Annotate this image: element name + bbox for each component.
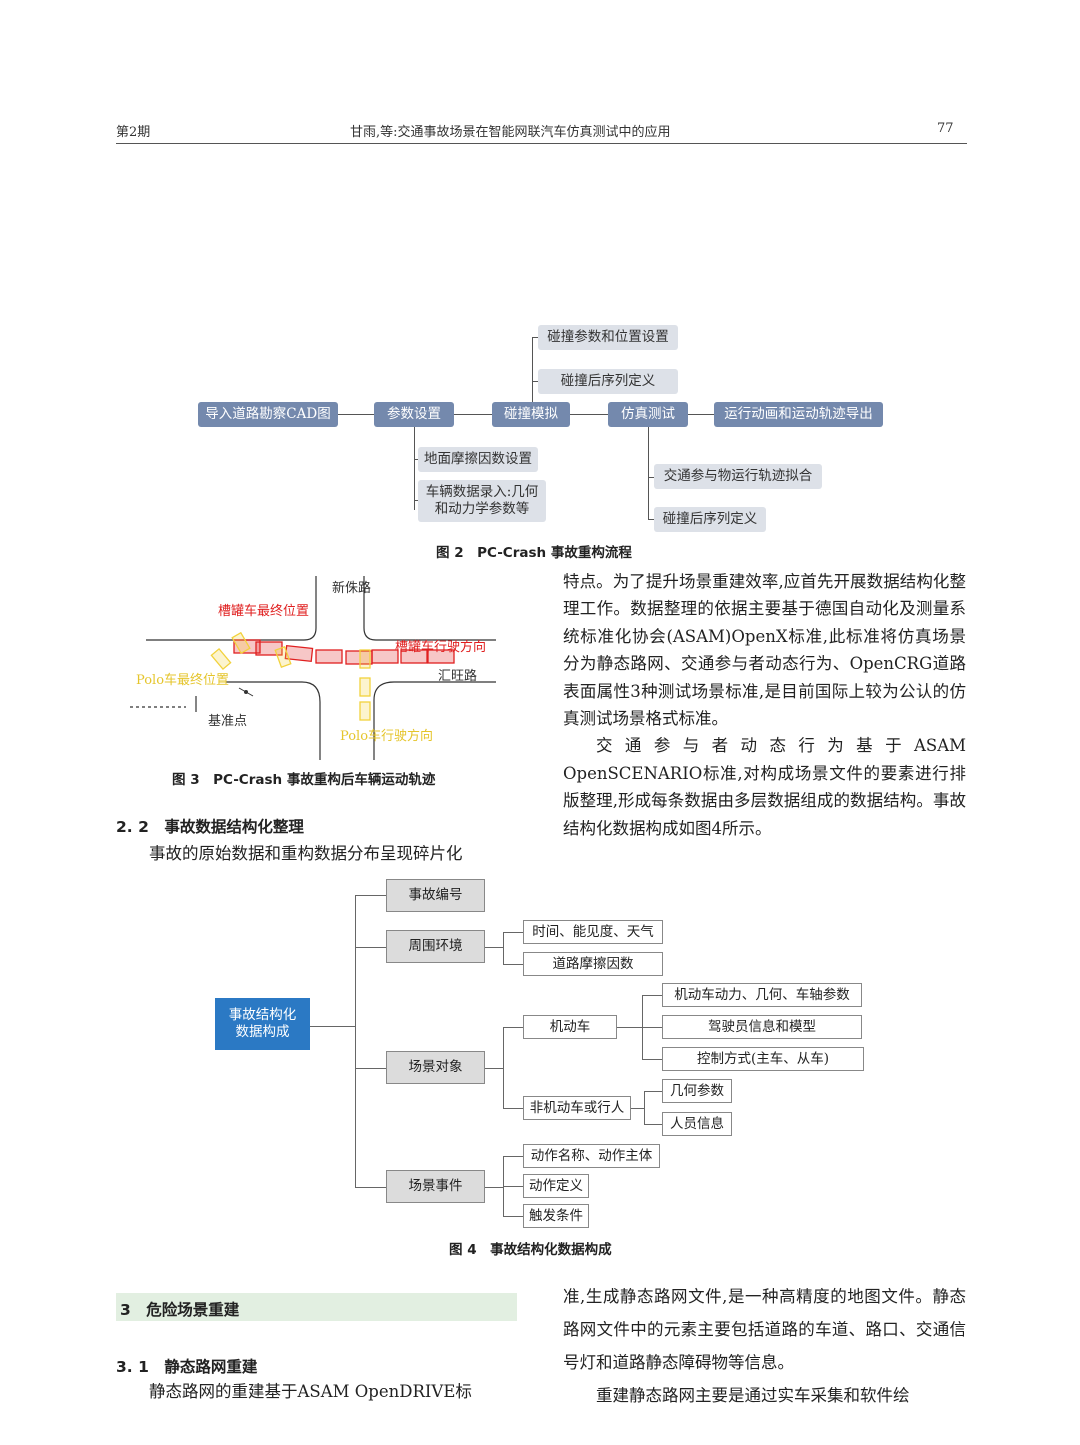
tree-env-time-weather: 时间、能见度、天气 (523, 920, 663, 944)
tree-scene-objects: 场景对象 (386, 1051, 485, 1084)
tree-action-definition: 动作定义 (523, 1174, 589, 1198)
tree-root-line1: 事故结构化 (228, 1007, 297, 1024)
flow-import-cad: 导入道路勘察CAD图 (198, 402, 338, 427)
tree-geometry-params: 几何参数 (662, 1079, 732, 1103)
header-issue: 第2期 (116, 125, 151, 140)
section-2-2-heading: 2. 2 事故数据结构化整理 (116, 818, 304, 836)
flow-animation-export: 运行动画和运动轨迹导出 (714, 402, 883, 427)
section-3-1-heading: 3. 1 静态路网重建 (116, 1358, 258, 1376)
polo-direction-label: Polo车行驶方向 (340, 728, 433, 744)
section-3-heading-band (116, 1293, 517, 1321)
tree-trunk (355, 895, 356, 1187)
flow-collision-simulation: 碰撞模拟 (492, 402, 570, 427)
flow-vehicle-data-line1: 车辆数据录入:几何 (425, 484, 539, 501)
tree-trigger-condition: 触发条件 (523, 1204, 589, 1228)
flow-branch-sim (648, 427, 649, 519)
flow-branch-params (414, 427, 415, 510)
tree-root-line2: 数据构成 (235, 1024, 290, 1040)
figure-3-trajectory-diagram: 新侏路 汇旺路 槽罐车最终位置 槽罐车行驶方向 Polo车最终位置 Polo车行… (130, 576, 496, 760)
tree-root: 事故结构化 数据构成 (215, 998, 310, 1050)
section-3-right-text: 准,生成静态路网文件,是一种高精度的地图文件。静态路网文件中的元素主要包括道路的… (563, 1280, 966, 1412)
tree-motor-vehicle: 机动车 (523, 1015, 617, 1039)
tree-driver-model: 驾驶员信息和模型 (662, 1015, 862, 1039)
flow-vehicle-data: 车辆数据录入:几何 和动力学参数等 (418, 480, 546, 522)
flow-collision-params: 碰撞参数和位置设置 (538, 325, 678, 350)
header-title: 甘雨,等:交通事故场景在智能网联汽车仿真测试中的应用 (350, 125, 671, 140)
tree-motor-params: 机动车动力、几何、车轴参数 (662, 983, 862, 1007)
tree-env-friction: 道路摩擦因数 (523, 952, 663, 976)
tree-accident-id: 事故编号 (386, 879, 485, 912)
polo-final-label: Polo车最终位置 (136, 672, 229, 688)
tree-environment: 周围环境 (386, 930, 485, 963)
tree-control-mode: 控制方式(主车、从车) (662, 1047, 864, 1071)
section-3-heading: 3 危险场景重建 (120, 1301, 240, 1319)
reference-point-label: 基准点 (208, 714, 247, 729)
right-column-text: 特点。为了提升场景重建效率,应首先开展数据结构化整理工作。数据整理的依据主要基于… (563, 568, 966, 842)
figure-3-caption: 图 3 PC-Crash 事故重构后车辆运动轨迹 (172, 772, 436, 788)
flow-trajectory-fit: 交通参与物运行轨迹拟合 (654, 464, 822, 489)
section-3-right-paragraph-2: 重建静态路网主要是通过实车采集和软件绘 (596, 1386, 910, 1405)
flow-post-collision-seq: 碰撞后序列定义 (538, 369, 678, 394)
tree-action-name: 动作名称、动作主体 (523, 1144, 660, 1168)
figure-4-caption: 图 4 事故结构化数据构成 (449, 1242, 612, 1258)
right-paragraph-1: 特点。为了提升场景重建效率,应首先开展数据结构化整理工作。数据整理的依据主要基于… (563, 572, 966, 729)
flow-simulation-test: 仿真测试 (608, 402, 688, 427)
road-label-north: 新侏路 (332, 580, 371, 596)
flow-post-collision-seq-2: 碰撞后序列定义 (654, 507, 766, 532)
section-2-2-text: 事故的原始数据和重构数据分布呈现碎片化 (149, 844, 463, 863)
header-page-number: 77 (937, 121, 954, 136)
tanker-direction-label: 槽罐车行驶方向 (395, 639, 486, 655)
section-3-1-left-text: 静态路网的重建基于ASAM OpenDRIVE标 (149, 1382, 472, 1401)
header-rule (116, 143, 967, 144)
tree-non-motor: 非机动车或行人 (523, 1096, 631, 1120)
right-paragraph-2: 交通参与者动态行为基于ASAM OpenSCENARIO标准,对构成场景文件的要… (563, 736, 966, 838)
flow-parameter-setup: 参数设置 (374, 402, 454, 427)
tree-scene-events: 场景事件 (386, 1170, 485, 1203)
tanker-final-label: 槽罐车最终位置 (218, 603, 309, 619)
tree-person-info: 人员信息 (662, 1112, 732, 1136)
flow-friction-setup: 地面摩擦因数设置 (418, 447, 538, 472)
road-label-east: 汇旺路 (438, 668, 477, 684)
flow-vehicle-data-line2: 和动力学参数等 (434, 501, 530, 517)
flow-branch-up (532, 337, 533, 403)
section-3-right-paragraph-1: 准,生成静态路网文件,是一种高精度的地图文件。静态路网文件中的元素主要包括道路的… (563, 1287, 966, 1372)
figure-2-caption: 图 2 PC-Crash 事故重构流程 (436, 545, 632, 561)
